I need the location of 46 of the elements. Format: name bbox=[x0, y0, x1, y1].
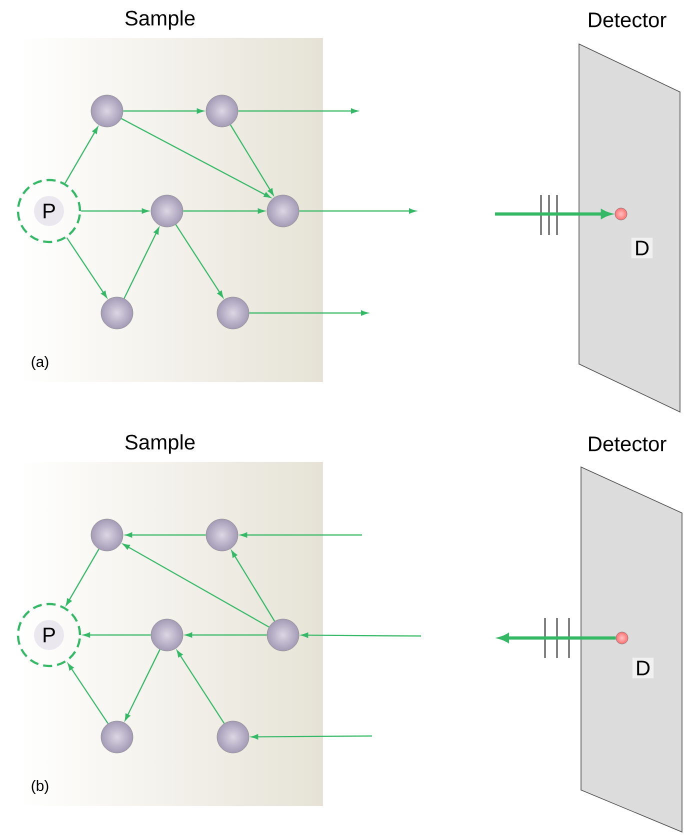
detector-label: D bbox=[631, 238, 653, 258]
detector-dot bbox=[614, 208, 628, 220]
arrow bbox=[230, 124, 274, 196]
arrow bbox=[123, 108, 204, 114]
particle-circle bbox=[206, 518, 238, 552]
arrow bbox=[125, 532, 206, 538]
arrow bbox=[68, 663, 109, 724]
panel-label: (a) bbox=[32, 356, 48, 370]
arrow bbox=[66, 237, 108, 298]
arrow bbox=[249, 310, 368, 316]
arrow bbox=[240, 532, 362, 538]
particle-circle bbox=[90, 94, 124, 128]
detector-title: Detector bbox=[589, 12, 666, 28]
arrow bbox=[66, 548, 100, 606]
arrow bbox=[185, 632, 267, 638]
arrow bbox=[83, 632, 151, 638]
arrow bbox=[299, 208, 416, 214]
arrow bbox=[64, 126, 98, 184]
particle-circle bbox=[216, 720, 250, 754]
arrow bbox=[301, 632, 421, 638]
detector-label: D bbox=[632, 658, 654, 678]
panel-title: Sample bbox=[125, 10, 195, 30]
arrow bbox=[175, 224, 224, 298]
particle-circle bbox=[90, 518, 124, 552]
arrow bbox=[238, 108, 358, 114]
arrow bbox=[81, 208, 149, 214]
arrow bbox=[251, 734, 372, 740]
arrow bbox=[124, 649, 160, 721]
particle-circle bbox=[266, 618, 300, 652]
particle-circle bbox=[100, 720, 134, 754]
particle-circle bbox=[150, 194, 184, 228]
arrow bbox=[122, 544, 270, 628]
arrow bbox=[176, 650, 225, 724]
arrow bbox=[231, 550, 276, 622]
particle-circle bbox=[216, 296, 250, 330]
particle-circle bbox=[266, 194, 300, 228]
panel-label: (b) bbox=[32, 780, 48, 794]
arrow bbox=[124, 227, 160, 299]
detector-title: Detector bbox=[589, 436, 666, 452]
particle-circle bbox=[100, 296, 134, 330]
particle-circle bbox=[150, 618, 184, 652]
arrow bbox=[183, 208, 265, 214]
arrow bbox=[121, 118, 271, 198]
panel-title: Sample bbox=[125, 434, 195, 454]
detector-dot bbox=[616, 632, 628, 644]
particle-circle bbox=[206, 94, 238, 128]
